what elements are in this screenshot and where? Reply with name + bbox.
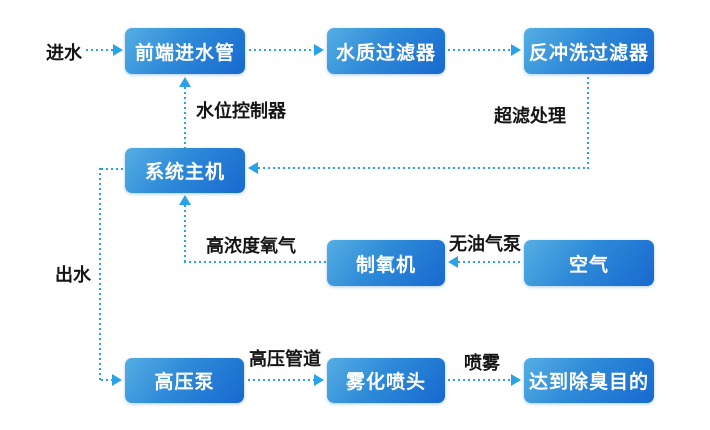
node-high-pressure-pump: 高压泵 (125, 358, 244, 403)
node-backwash-filter: 反冲洗过滤器 (524, 28, 654, 74)
edge-outlet-top-hline (101, 168, 125, 170)
node-water-quality-filter: 水质过滤器 (327, 28, 445, 74)
edge-inlet-arrowhead-icon (113, 44, 123, 56)
edge-nozzle-goal-arrowhead-icon (511, 374, 521, 386)
label-oil-free-pump: 无油气泵 (449, 234, 521, 254)
label-ultrafiltration: 超滤处理 (494, 106, 566, 126)
edge-inlet-line (86, 49, 114, 51)
edge-pump-nozzle-arrowhead-icon (314, 374, 324, 386)
edge-nozzle-goal-line (448, 379, 512, 381)
node-system-host: 系统主机 (125, 148, 245, 193)
edge-ultrafiltration-vline (587, 77, 589, 169)
edge-pump-nozzle-line (248, 379, 315, 381)
node-air: 空气 (524, 240, 654, 286)
edge-oxygen-hline (184, 261, 327, 263)
edge-filter-backwash-arrowhead-icon (511, 44, 521, 56)
edge-pipe-filter-line (249, 49, 315, 51)
label-high-pressure-pipe: 高压管道 (249, 349, 321, 369)
edge-outlet-bottom-hline (101, 379, 114, 381)
label-inlet-water: 进水 (46, 43, 82, 63)
label-high-concentration-oxygen: 高浓度氧气 (206, 236, 296, 256)
edge-outlet-vline (99, 168, 101, 380)
edge-ultrafiltration-arrowhead-icon (248, 162, 258, 174)
node-atomizing-nozzle: 雾化喷头 (327, 358, 445, 403)
edge-air-line (458, 261, 521, 263)
edge-outlet-arrowhead-icon (112, 374, 122, 386)
edge-water-level-arrowhead-icon (179, 77, 191, 87)
edge-oxygen-arrowhead-icon (179, 195, 191, 205)
edge-ultrafiltration-hline (258, 167, 589, 169)
node-front-inlet-pipe: 前端进水管 (125, 28, 245, 74)
edge-air-arrowhead-icon (448, 256, 458, 268)
node-deodorize-goal: 达到除臭目的 (524, 358, 654, 403)
edge-pipe-filter-arrowhead-icon (314, 44, 324, 56)
label-outlet-water: 出水 (55, 265, 91, 285)
label-water-level-controller: 水位控制器 (196, 101, 286, 121)
label-spray: 喷雾 (464, 353, 500, 373)
edge-filter-backwash-line (448, 49, 512, 51)
edge-water-level-vline (184, 87, 186, 148)
edge-oxygen-vline (184, 205, 186, 263)
node-oxygen-generator: 制氧机 (327, 240, 445, 286)
